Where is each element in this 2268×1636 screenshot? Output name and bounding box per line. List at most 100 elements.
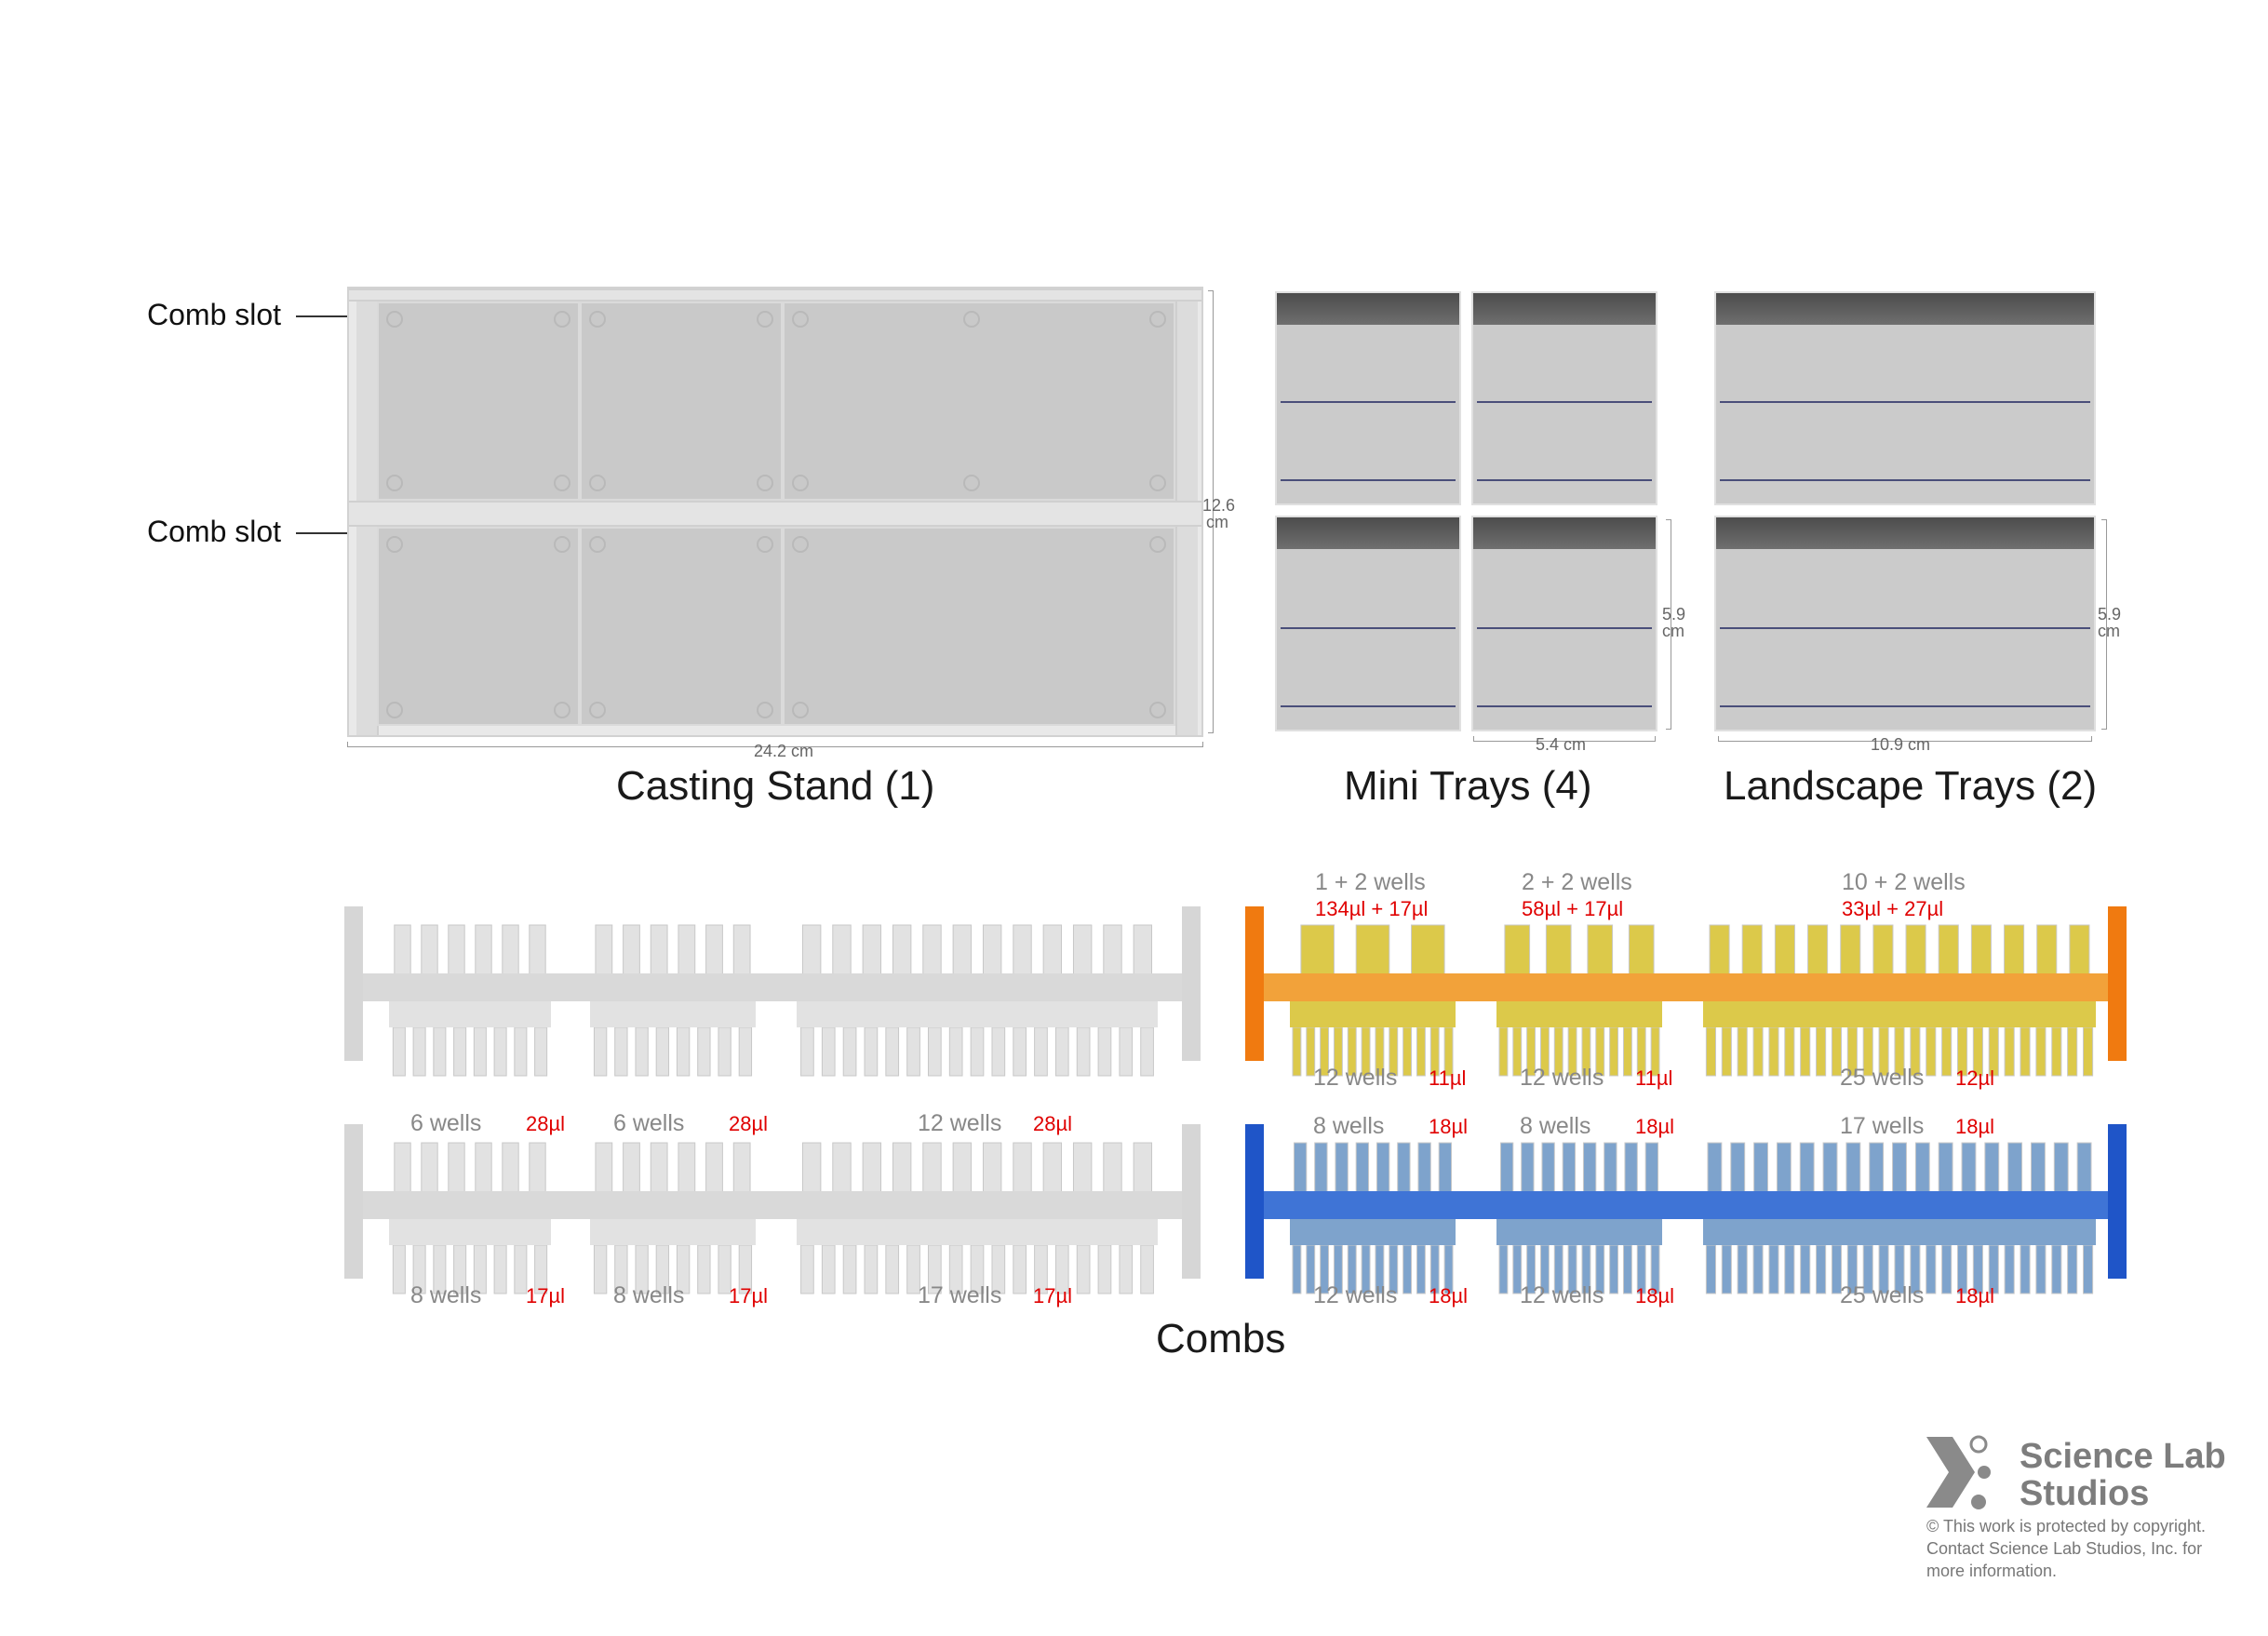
comb-tooth-base [1496, 1001, 1662, 1027]
comb-tooth [623, 1142, 640, 1194]
stand-screw [386, 311, 403, 328]
comb-tooth [2082, 1026, 2094, 1077]
comb-tooth [421, 924, 438, 976]
logo-name-line1: Science Lab [2020, 1437, 2226, 1476]
mini-tray [1275, 291, 1461, 505]
comb-tooth [394, 1142, 411, 1194]
blue-comb-upper-wells-label: 8 wells [1520, 1113, 1591, 1139]
stand-width-value: 24.2 cm [754, 742, 814, 760]
stand-screw [554, 311, 570, 328]
comb-tooth [1970, 924, 1992, 976]
gray-comb-lower-volume-label: 17µl [1033, 1284, 1073, 1307]
comb-tooth [1926, 1026, 1937, 1077]
stand-screw [589, 311, 606, 328]
comb-tooth [650, 924, 668, 976]
comb-tooth [1397, 1142, 1411, 1194]
blue-comb-upper-wells-label: 17 wells [1840, 1113, 1925, 1139]
comb-tooth [1752, 1244, 1764, 1294]
tray-line [1477, 627, 1652, 629]
stand-height-bracket [1208, 290, 1214, 733]
comb-tooth [864, 1026, 879, 1077]
stand-screw [554, 702, 570, 718]
comb-tooth [1498, 1026, 1509, 1077]
comb-tooth [1768, 1026, 1779, 1077]
comb-tooth [394, 924, 411, 976]
comb-tooth-base [1496, 1219, 1662, 1245]
comb-tooth [1737, 1244, 1748, 1294]
comb-tooth [1774, 924, 1795, 976]
comb-slot-label-bottom: Comb slot [147, 515, 282, 548]
comb-tooth [1800, 1026, 1811, 1077]
comb-handle [344, 906, 363, 1061]
stand-cell [580, 302, 783, 501]
yellow-comb-lower-volume-label: 11µl [1429, 1066, 1467, 1090]
mini-trays-label: Mini Trays (4) [1344, 763, 1592, 809]
comb-bar [1255, 1191, 2117, 1219]
comb-tooth [1140, 1026, 1154, 1077]
tray-gel-edge [1277, 517, 1459, 549]
tray-gel-edge [1277, 293, 1459, 325]
stand-height-unit: cm [1206, 513, 1228, 531]
comb-tooth [982, 924, 1002, 976]
stand-screw [757, 311, 773, 328]
comb-tooth [732, 1142, 751, 1194]
comb-tooth [1140, 1244, 1154, 1294]
comb-tooth [650, 1142, 668, 1194]
comb-tooth-base [797, 1001, 1158, 1027]
gray-comb-lower-wells-label: 17 wells [918, 1282, 1002, 1308]
comb-tooth [2004, 1026, 2015, 1077]
comb-handle [344, 1124, 363, 1279]
comb-tooth-base [797, 1219, 1158, 1245]
stand-screw [792, 702, 809, 718]
mini-tray-height-unit: cm [1662, 622, 1684, 640]
comb-tooth [502, 924, 519, 976]
comb-tooth [697, 1026, 711, 1077]
stand-screw [757, 702, 773, 718]
comb-tooth [2020, 1244, 2031, 1294]
comb-tooth [982, 1142, 1002, 1194]
mini-tray-width-bracket [1473, 736, 1656, 742]
comb-tooth [1816, 1244, 1827, 1294]
stand-screw [1149, 536, 1166, 553]
gray-comb-lower-volume-label: 17µl [526, 1284, 566, 1307]
comb-tooth [821, 1026, 836, 1077]
comb-tooth [1961, 1142, 1977, 1194]
comb-tooth [1292, 1026, 1302, 1077]
gray-comb-upper-wells-label: 6 wells [410, 1110, 482, 1136]
yellow-comb-upper-wells-label: 10 + 2 wells [1842, 869, 1966, 895]
yellow-comb-upper-volume-label: 58µl + 17µl [1522, 897, 1624, 920]
comb-tooth [1076, 1244, 1091, 1294]
comb-tooth [2082, 1244, 2094, 1294]
comb-tooth [2007, 1142, 2023, 1194]
comb-tooth [1926, 1244, 1937, 1294]
comb-tooth [595, 1142, 613, 1194]
casting-stand [347, 287, 1203, 737]
comb-bar [354, 973, 1191, 1001]
comb-tooth [1753, 1142, 1769, 1194]
comb-tooth [412, 1026, 426, 1077]
comb-tooth [1622, 1026, 1632, 1077]
comb-tooth [1042, 1142, 1063, 1194]
comb-tooth [2036, 924, 2058, 976]
blue-comb-lower-wells-label: 12 wells [1313, 1282, 1398, 1308]
comb-slot-leader-bottom [296, 532, 354, 534]
comb-tooth [1355, 1142, 1370, 1194]
stand-screw [963, 475, 980, 491]
copyright-line-2: Contact Science Lab Studios, Inc. for [1926, 1539, 2203, 1558]
comb-tooth [1609, 1026, 1619, 1077]
comb-tooth [514, 1026, 528, 1077]
comb-tooth [1314, 1142, 1328, 1194]
blue-comb-upper-wells-label: 8 wells [1313, 1113, 1385, 1139]
comb-tooth [2004, 924, 2025, 976]
comb-handle [1245, 906, 1264, 1061]
comb-tooth [2076, 1142, 2092, 1194]
comb-tooth [2067, 1244, 2078, 1294]
comb-tooth [448, 924, 465, 976]
combs-label: Combs [1156, 1316, 1286, 1361]
comb-tooth [1072, 924, 1093, 976]
tray-line [1281, 401, 1456, 403]
landscape-tray-height-bracket [2101, 519, 2107, 730]
stand-screw [792, 311, 809, 328]
yellow-comb-upper-volume-label: 33µl + 27µl [1842, 897, 1944, 920]
